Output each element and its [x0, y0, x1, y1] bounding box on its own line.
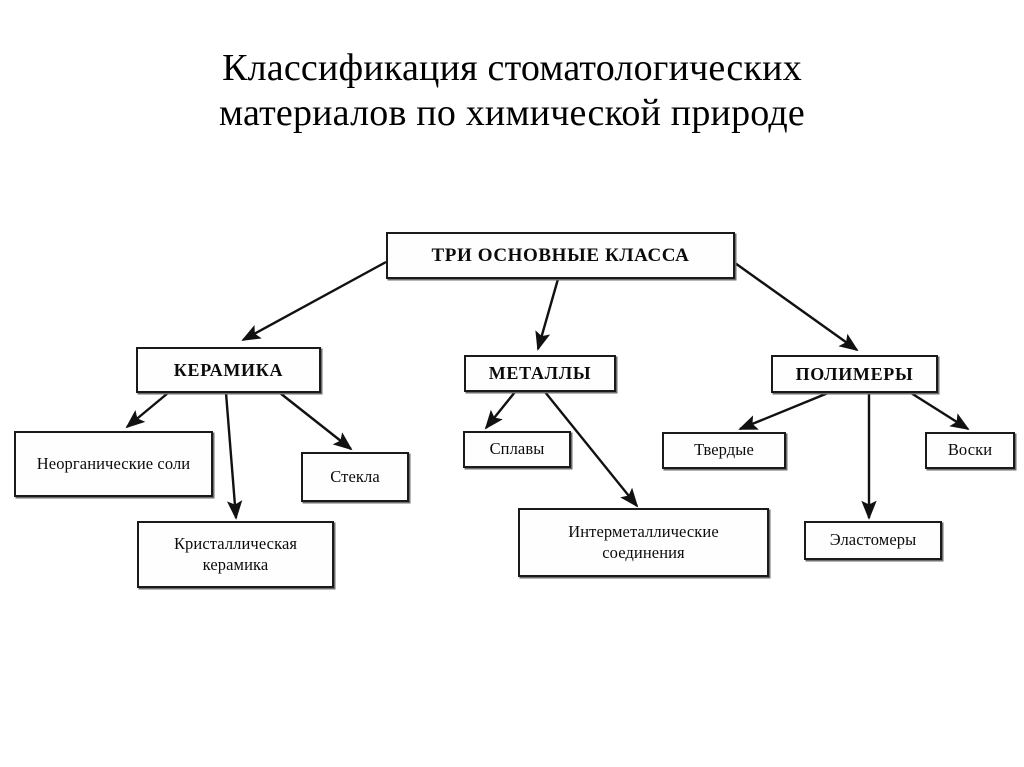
- node-rigid[interactable]: Твердые: [662, 432, 786, 469]
- node-label: Сплавы: [489, 439, 545, 459]
- node-label: Воски: [947, 440, 993, 460]
- arrow-metals-to-alloys: [484, 391, 516, 430]
- node-root-three-main-classes[interactable]: ТРИ ОСНОВНЫЕ КЛАССА: [386, 232, 735, 279]
- arrow-ceramics-to-crystalline-ceramics: [224, 392, 243, 520]
- node-label: Эластомеры: [829, 530, 917, 550]
- page-title: Классификация стоматологических материал…: [0, 46, 1024, 136]
- page-title-line-2: материалов по химической природе: [219, 91, 805, 134]
- arrow-polymers-to-waxes: [910, 391, 970, 431]
- arrow-ceramics-to-inorganic-salts: [125, 392, 169, 429]
- page-title-line-1: Классификация стоматологических: [222, 47, 802, 89]
- node-polymers[interactable]: ПОЛИМЕРЫ: [771, 355, 938, 393]
- node-waxes[interactable]: Воски: [925, 432, 1015, 469]
- node-label: ТРИ ОСНОВНЫЕ КЛАССА: [431, 244, 690, 266]
- node-metals[interactable]: МЕТАЛЛЫ: [464, 355, 616, 392]
- arrow-root-to-polymers: [734, 262, 859, 352]
- node-elastomers[interactable]: Эластомеры: [804, 521, 942, 560]
- node-ceramics[interactable]: КЕРАМИКА: [136, 347, 321, 393]
- node-glasses[interactable]: Стекла: [301, 452, 409, 502]
- node-alloys[interactable]: Сплавы: [463, 431, 571, 468]
- node-label: Твердые: [694, 440, 754, 460]
- arrow-root-to-metals: [535, 278, 560, 351]
- node-intermetallic-compounds[interactable]: Интерметаллические соединения: [518, 508, 769, 577]
- node-label: КЕРАМИКА: [173, 359, 284, 380]
- node-label: ПОЛИМЕРЫ: [795, 363, 914, 384]
- node-label: Интерметаллические соединения: [568, 521, 719, 562]
- node-label: Стекла: [330, 466, 380, 486]
- arrow-ceramics-to-glasses: [279, 392, 353, 451]
- node-inorganic-salts[interactable]: Неорганические соли: [14, 431, 213, 497]
- arrow-root-to-ceramics: [241, 260, 387, 342]
- node-label: Кристаллическая керамика: [173, 533, 298, 574]
- node-label: МЕТАЛЛЫ: [488, 363, 592, 384]
- node-label: Неорганические соли: [36, 453, 191, 473]
- node-crystalline-ceramics[interactable]: Кристаллическая керамика: [137, 521, 334, 588]
- arrow-polymers-to-rigid: [738, 391, 829, 431]
